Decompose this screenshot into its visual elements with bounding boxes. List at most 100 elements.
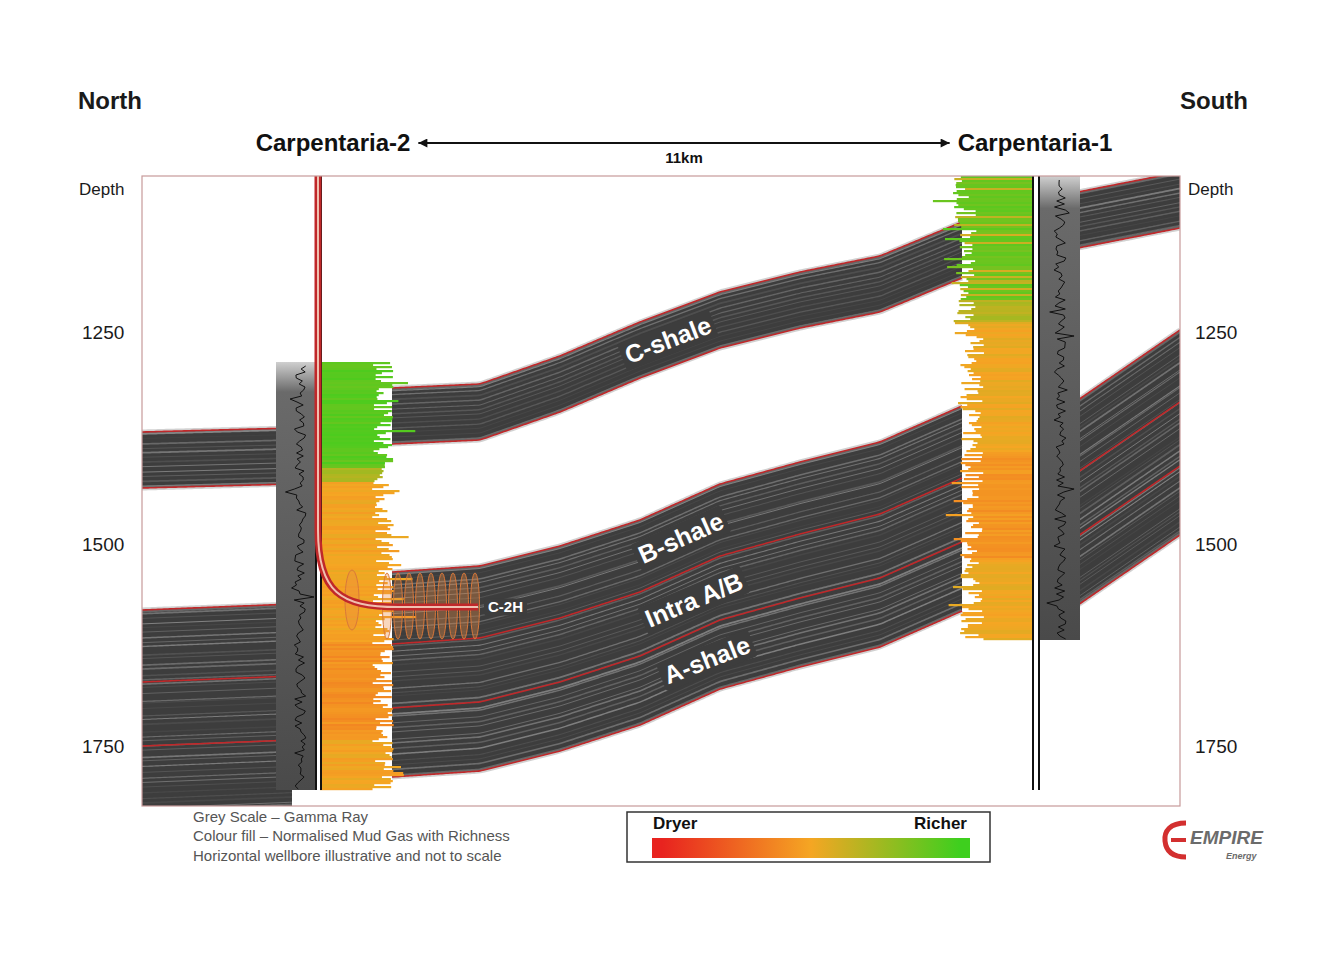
- mud-gas-strip: [958, 194, 1032, 196]
- mud-gas-strip: [320, 530, 375, 532]
- mud-gas-strip: [966, 474, 1032, 476]
- mud-gas-strip: [320, 514, 379, 516]
- mud-gas-strip: [975, 596, 1032, 598]
- mud-gas-strip: [983, 638, 1032, 640]
- mud-gas-strip: [320, 706, 383, 708]
- mud-gas-strip: [965, 316, 1032, 318]
- mud-gas-strip: [974, 328, 1032, 330]
- gamma-streak: [142, 632, 292, 638]
- mud-gas-strip: [979, 594, 1032, 596]
- mud-gas-strip: [961, 396, 1032, 398]
- mud-gas-strip: [320, 736, 387, 738]
- mud-gas-strip: [971, 558, 1032, 560]
- well-name: Carpentaria-2: [256, 129, 411, 157]
- gamma-streak: [142, 766, 292, 772]
- mud-gas-strip: [956, 184, 1032, 186]
- mud-gas-strip: [954, 178, 1032, 180]
- mud-gas-strip: [961, 382, 1032, 384]
- mud-gas-strip: [974, 372, 1032, 374]
- compass-label: South: [1180, 87, 1248, 115]
- mud-gas-strip: [957, 190, 1032, 192]
- mud-gas-strip: [965, 188, 1032, 190]
- mud-gas-strip: [974, 348, 1032, 350]
- mud-gas-strip: [964, 556, 1032, 558]
- mud-gas-strip: [966, 568, 1032, 570]
- mud-gas-strip: [967, 564, 1032, 566]
- mud-gas-strip: [320, 638, 394, 640]
- mud-gas-strip: [975, 580, 1032, 582]
- mud-gas-strip: [320, 420, 392, 422]
- mud-gas-strip: [957, 264, 1032, 266]
- gamma-streak: [1078, 342, 1180, 412]
- gamma-streak: [142, 449, 292, 453]
- distance-label: 11km: [665, 149, 703, 166]
- mud-gas-strip: [971, 262, 1032, 264]
- well-header: Carpentaria-1: [954, 127, 1117, 159]
- mud-gas-strip: [961, 628, 1032, 630]
- mud-gas-strip: [973, 524, 1032, 526]
- mud-gas-strip: [320, 500, 379, 502]
- horizon-line: [142, 604, 292, 610]
- mud-gas-strip: [972, 362, 1032, 364]
- mud-gas-strip: [961, 298, 1032, 300]
- horizon-line: [142, 676, 292, 682]
- mud-gas-strip: [978, 484, 1032, 486]
- mud-gas-strip: [320, 776, 382, 778]
- mud-gas-strip: [972, 566, 1032, 568]
- mud-gas-strip: [965, 454, 1032, 456]
- mud-gas-strip: [956, 212, 1032, 214]
- mud-gas-strip: [320, 784, 374, 786]
- mud-gas-strip: [968, 518, 1032, 520]
- mud-gas-strip: [970, 318, 1032, 320]
- mud-gas-strip: [964, 290, 1032, 292]
- legend-label: Richer: [914, 814, 967, 834]
- mud-gas-strip: [320, 786, 391, 788]
- band-edge: [142, 428, 292, 432]
- gamma-streak: [142, 622, 292, 628]
- mud-gas-strip: [983, 338, 1032, 340]
- mud-gas-strip: [980, 434, 1032, 436]
- mud-gas-strip: [320, 636, 385, 638]
- mud-gas-strip: [953, 586, 1032, 588]
- mud-gas-strip: [320, 550, 399, 552]
- mud-gas-strip: [959, 240, 1032, 242]
- mud-gas-strip: [320, 502, 376, 504]
- gamma-streak: [392, 248, 962, 414]
- mud-gas-strip: [965, 242, 1032, 244]
- mud-gas-strip: [320, 512, 375, 514]
- mud-gas-strip: [320, 434, 377, 436]
- wellbore: [318, 176, 478, 607]
- mud-gas-strip: [967, 278, 1032, 280]
- mud-gas-strip: [320, 562, 389, 564]
- gamma-streak: [1078, 386, 1180, 456]
- mud-gas-strip: [320, 430, 415, 432]
- mud-gas-strip: [979, 340, 1032, 342]
- mud-gas-strip: [975, 410, 1032, 412]
- mud-gas-strip: [964, 478, 1032, 480]
- mud-gas-strip: [979, 488, 1032, 490]
- mud-gas-strip: [962, 438, 1032, 440]
- mud-gas-strip: [320, 538, 376, 540]
- mud-gas-strip: [966, 296, 1032, 298]
- mud-gas-strip: [967, 498, 1032, 500]
- horizon-line: [1078, 402, 1180, 472]
- mud-gas-strip: [971, 512, 1032, 514]
- mud-gas-strip: [969, 414, 1032, 416]
- mud-gas-strip: [982, 400, 1032, 402]
- gamma-streak: [142, 781, 292, 787]
- well-header: Carpentaria-2: [252, 127, 415, 159]
- mud-gas-strip: [975, 306, 1032, 308]
- band-edge: [142, 484, 292, 488]
- mud-gas-strip: [320, 782, 391, 784]
- c-shale-band: [392, 222, 962, 444]
- note: Horizontal wellbore illustrative and not…: [193, 847, 502, 864]
- gamma-streak: [1078, 399, 1180, 469]
- horizon-line: [392, 611, 962, 777]
- mud-gas-strip: [320, 540, 382, 542]
- mud-gas-strip: [320, 678, 376, 680]
- gamma-streak: [142, 755, 292, 761]
- mud-gas-strip: [320, 674, 380, 676]
- gamma-streak: [142, 787, 292, 793]
- mud-gas-strip: [969, 508, 1032, 510]
- well-line: [1038, 176, 1040, 790]
